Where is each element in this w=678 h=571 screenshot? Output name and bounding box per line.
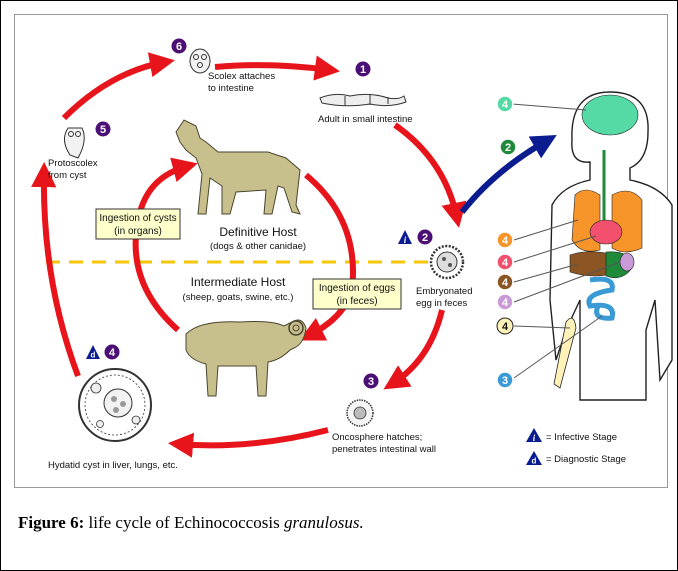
arrow-sheep-to-dog bbox=[136, 166, 188, 330]
intermediate-host-title: Intermediate Host bbox=[191, 275, 286, 289]
svg-text:4: 4 bbox=[502, 277, 509, 289]
hydatid-cyst-illustration bbox=[79, 369, 151, 441]
ingestion-eggs-box: Ingestion of eggs (in feces) bbox=[313, 279, 401, 309]
svg-text:4: 4 bbox=[109, 347, 116, 359]
intermediate-host-subtitle: (sheep, goats, swine, etc.) bbox=[183, 292, 294, 303]
figure-caption: Figure 6: life cycle of Echinococcosis g… bbox=[18, 513, 364, 533]
svg-text:= Diagnostic Stage: = Diagnostic Stage bbox=[546, 454, 626, 465]
svg-text:4: 4 bbox=[502, 235, 509, 247]
svg-text:4: 4 bbox=[502, 297, 509, 309]
legend-diagnostic: d = Diagnostic Stage bbox=[526, 451, 626, 466]
svg-text:2: 2 bbox=[505, 142, 511, 154]
sheep-illustration bbox=[186, 320, 306, 396]
arrow-2-to-3 bbox=[392, 310, 442, 384]
stage-4-badge: 4 bbox=[105, 345, 120, 360]
arrow-6-to-1 bbox=[215, 65, 330, 70]
svg-text:4: 4 bbox=[502, 321, 509, 333]
stage-5-badge: 5 bbox=[96, 122, 111, 137]
arrow-dog-to-sheep bbox=[306, 175, 353, 336]
arrow-5-to-6 bbox=[64, 62, 165, 118]
figure-number: Figure 6: bbox=[18, 513, 84, 532]
human-marker-intestine: 3 bbox=[497, 372, 513, 388]
arrow-4-to-5 bbox=[44, 172, 78, 376]
human-marker-heart: 4 bbox=[497, 254, 513, 270]
stage-3-label: Oncosphere hatches; penetrates intestina… bbox=[332, 432, 436, 455]
svg-text:Ingestion of eggs: Ingestion of eggs bbox=[319, 283, 395, 294]
arrow-1-to-2 bbox=[395, 125, 457, 218]
stage-2-label: Embryonated egg in feces bbox=[416, 286, 475, 309]
stage-2-badge: 2 bbox=[418, 230, 433, 245]
stage-6-label: Scolex attaches to intestine bbox=[208, 71, 278, 94]
svg-text:4: 4 bbox=[502, 99, 509, 111]
human-marker-kidney: 4 bbox=[497, 294, 513, 310]
definitive-host-title: Definitive Host bbox=[219, 225, 297, 239]
svg-text:d: d bbox=[91, 351, 96, 360]
svg-text:4: 4 bbox=[502, 257, 509, 269]
svg-text:6: 6 bbox=[176, 41, 182, 53]
svg-text:1: 1 bbox=[360, 64, 366, 76]
caption-species: granulosus. bbox=[284, 513, 364, 532]
scolex-illustration bbox=[190, 49, 210, 73]
human-marker-lung: 4 bbox=[497, 232, 513, 248]
human-marker-brain: 4 bbox=[497, 96, 513, 112]
svg-text:(in organs): (in organs) bbox=[114, 226, 162, 237]
human-body-illustration bbox=[550, 92, 672, 400]
stage-5-label: Protoscolex from cyst bbox=[48, 158, 100, 181]
svg-text:3: 3 bbox=[368, 376, 374, 388]
svg-text:d: d bbox=[532, 457, 537, 466]
adult-worm-illustration bbox=[320, 94, 406, 106]
stage-1-label: Adult in small intestine bbox=[318, 114, 413, 125]
infective-stage-marker: i bbox=[398, 230, 412, 245]
stage-1-badge: 1 bbox=[356, 62, 371, 77]
svg-text:2: 2 bbox=[422, 232, 428, 244]
human-marker-liver: 4 bbox=[497, 274, 513, 290]
svg-text:5: 5 bbox=[100, 124, 106, 136]
stage-4-label: Hydatid cyst in liver, lungs, etc. bbox=[48, 460, 178, 471]
oncosphere-illustration bbox=[347, 400, 373, 426]
ingestion-cysts-box: Ingestion of cysts (in organs) bbox=[96, 209, 180, 239]
svg-text:(in feces): (in feces) bbox=[336, 296, 377, 307]
protoscolex-illustration bbox=[64, 128, 84, 158]
definitive-host-subtitle: (dogs & other canidae) bbox=[210, 241, 306, 252]
dog-illustration bbox=[176, 120, 300, 214]
stage-6-badge: 6 bbox=[172, 39, 187, 54]
diagnostic-stage-marker: d bbox=[86, 345, 100, 360]
embryonated-egg-illustration bbox=[431, 246, 463, 278]
svg-text:Ingestion of cysts: Ingestion of cysts bbox=[99, 213, 176, 224]
human-marker-ingestion: 2 bbox=[500, 139, 516, 155]
caption-text: life cycle of Echinococcosis bbox=[84, 513, 284, 532]
svg-text:3: 3 bbox=[502, 375, 508, 387]
arrow-3-to-4 bbox=[178, 430, 328, 445]
human-marker-bone: 4 bbox=[497, 318, 513, 334]
stage-3-badge: 3 bbox=[364, 374, 379, 389]
svg-text:= Infective Stage: = Infective Stage bbox=[546, 432, 617, 443]
legend-infective: i = Infective Stage bbox=[526, 428, 617, 443]
